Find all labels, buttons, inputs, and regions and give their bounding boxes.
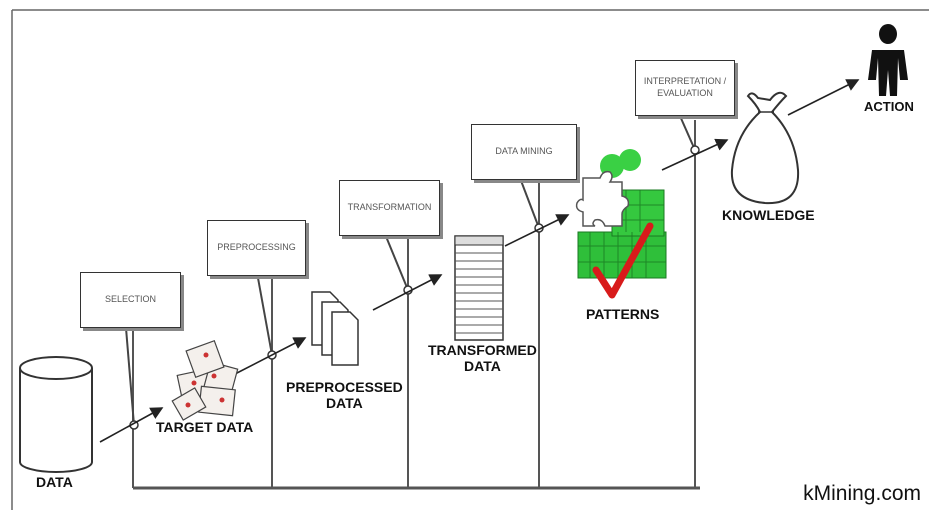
preprocessed-documents-icon	[311, 291, 359, 366]
action-person-icon	[868, 24, 908, 96]
action-label: ACTION	[864, 99, 914, 114]
transformation-step-box: TRANSFORMATION	[339, 180, 440, 236]
transformed-data-table-icon	[454, 235, 504, 341]
transformed-label-line1: TRANSFORMED	[428, 342, 537, 358]
check-mark-icon	[592, 222, 654, 299]
knowledge-bag-icon	[730, 91, 800, 205]
interpretation-label-line1: INTERPRETATION /	[643, 76, 727, 87]
flow-arrows	[99, 79, 860, 443]
preprocessed-label-line2: DATA	[325, 395, 363, 412]
frame	[11, 9, 929, 510]
step-pointers	[125, 115, 696, 426]
data-label: DATA	[36, 474, 73, 490]
interpretation-label-line2: EVALUATION	[657, 88, 713, 98]
transformed-label-line2: DATA	[464, 358, 501, 375]
knowledge-label: KNOWLEDGE	[722, 207, 815, 223]
patterns-label: PATTERNS	[586, 306, 660, 322]
data-mining-step-box: DATA MINING	[471, 124, 577, 180]
preprocessed-data-label: PREPROCESSED DATA	[286, 379, 403, 411]
watermark-text: kMining.com	[803, 482, 921, 505]
preprocessing-step-box: PREPROCESSING	[207, 220, 306, 276]
target-data-pile-icon	[171, 339, 239, 421]
selection-step-box: SELECTION	[80, 272, 181, 328]
transformed-data-label: TRANSFORMED DATA	[428, 342, 537, 374]
database-cylinder-icon	[19, 356, 93, 473]
patterns-puzzle-icon	[575, 149, 667, 279]
preprocessed-label-line1: PREPROCESSED	[286, 379, 403, 395]
target-data-label: TARGET DATA	[156, 419, 254, 435]
interpretation-evaluation-step-box: INTERPRETATION / EVALUATION	[635, 60, 735, 116]
